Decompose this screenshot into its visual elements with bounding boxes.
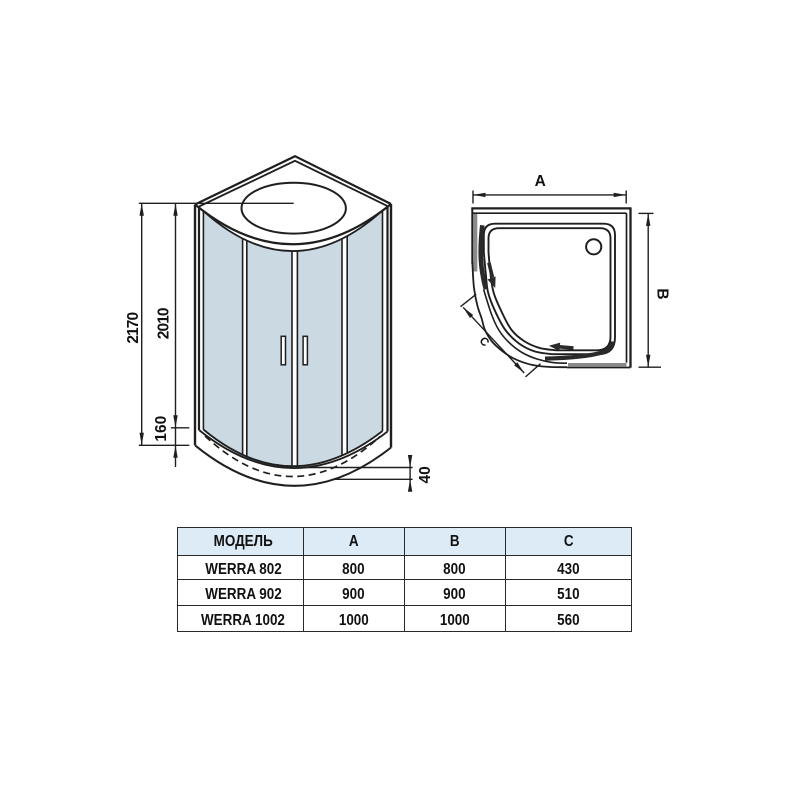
svg-text:40: 40 xyxy=(417,466,434,483)
svg-text:B: B xyxy=(653,288,670,299)
svg-text:160: 160 xyxy=(153,416,170,442)
svg-text:A: A xyxy=(535,173,546,190)
svg-text:2010: 2010 xyxy=(156,308,173,339)
svg-text:2170: 2170 xyxy=(125,312,142,343)
